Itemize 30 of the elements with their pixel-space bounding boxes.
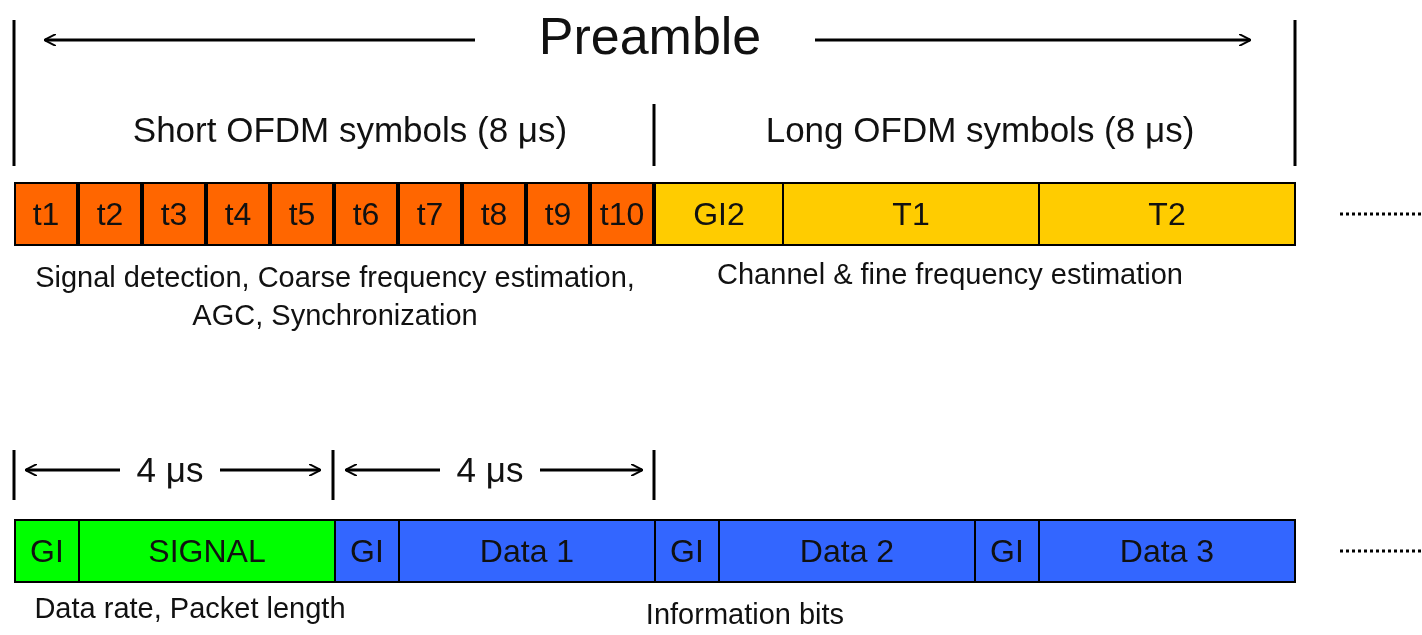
dimension-label: 4 μs: [455, 450, 525, 490]
symbol-block: GI: [334, 519, 400, 583]
symbol-block: t9: [526, 182, 590, 246]
symbol-block: Data 2: [718, 519, 976, 583]
symbol-block: Data 3: [1038, 519, 1296, 583]
symbol-block: t5: [270, 182, 334, 246]
symbol-block: t7: [398, 182, 462, 246]
description-text: Signal detection, Coarse frequency estimation, AGC, Synchronization: [34, 260, 636, 333]
symbol-block: GI: [654, 519, 720, 583]
section-label: Short OFDM symbols (8 μs): [131, 110, 569, 150]
description-text: Information bits: [644, 598, 846, 631]
symbol-block: SIGNAL: [78, 519, 336, 583]
description-text: Channel & fine frequency estimation: [716, 258, 1184, 291]
symbol-block: GI2: [654, 182, 784, 246]
symbol-block: t2: [78, 182, 142, 246]
title-text: Preamble: [537, 6, 763, 66]
dimension-label: 4 μs: [135, 450, 205, 490]
symbol-block: GI: [974, 519, 1040, 583]
description-text: Data rate, Packet length: [33, 592, 347, 625]
symbol-block: t10: [590, 182, 654, 246]
symbol-block: t8: [462, 182, 526, 246]
symbol-block: t3: [142, 182, 206, 246]
symbol-block: Data 1: [398, 519, 656, 583]
symbol-block: T1: [782, 182, 1040, 246]
symbol-block: T2: [1038, 182, 1296, 246]
symbol-block: GI: [14, 519, 80, 583]
symbol-block: t6: [334, 182, 398, 246]
section-label: Long OFDM symbols (8 μs): [764, 110, 1196, 150]
symbol-block: t4: [206, 182, 270, 246]
symbol-block: t1: [14, 182, 78, 246]
